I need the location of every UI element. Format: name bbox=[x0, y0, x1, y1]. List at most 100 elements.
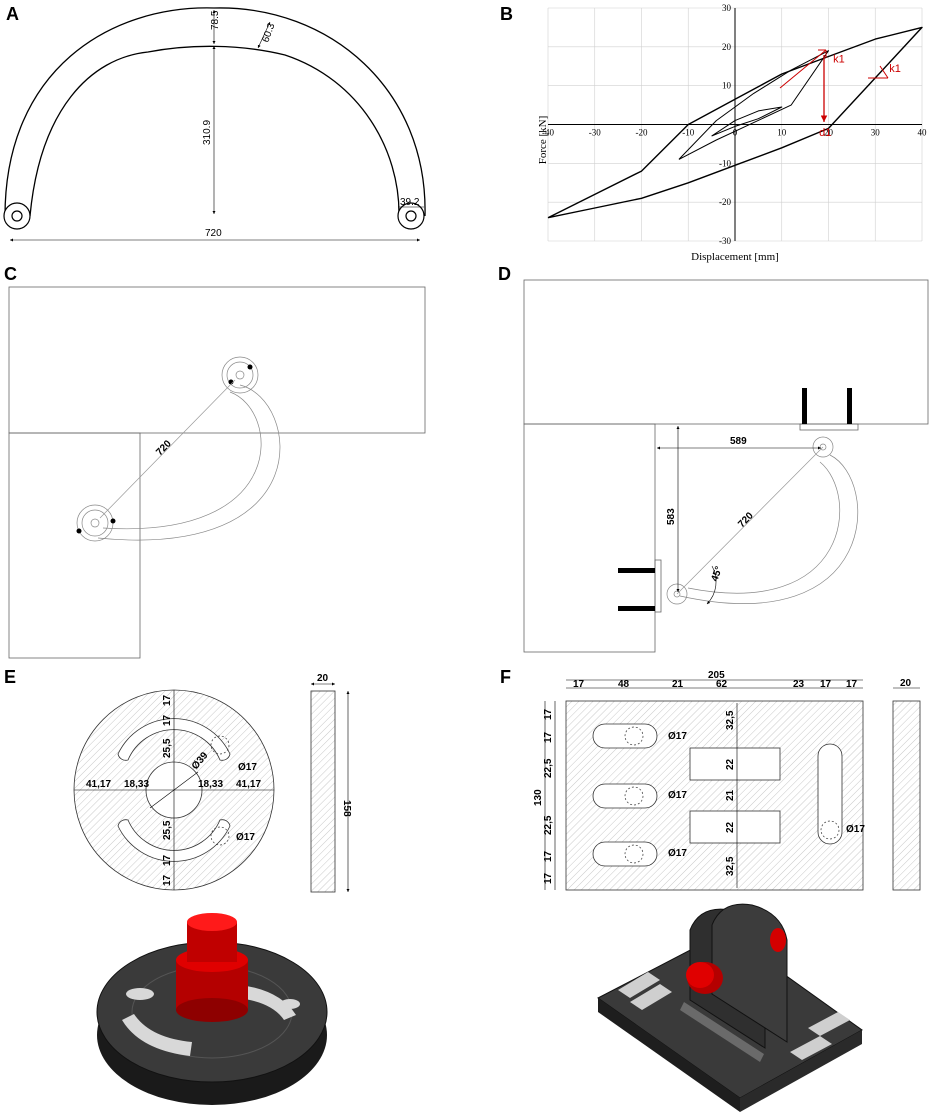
dim-78-5: 78.5 bbox=[210, 10, 221, 30]
dim-60-3: 60.3 bbox=[260, 22, 277, 44]
span-line bbox=[99, 379, 236, 519]
dim-f-hole2: Ø17 bbox=[668, 790, 687, 801]
dim-c-720: 720 bbox=[154, 438, 174, 458]
panel-letter-f: F bbox=[500, 667, 511, 687]
annotation-k1-first: k1 bbox=[833, 53, 845, 65]
x-tick-label: -10 bbox=[682, 128, 694, 138]
dim-e-25-5-bottom: 25,5 bbox=[162, 820, 173, 840]
y-tick-label: 30 bbox=[722, 3, 732, 13]
dim-e-17-top1: 17 bbox=[162, 694, 173, 706]
dim-e-18-33-left: 18,33 bbox=[124, 779, 149, 790]
panel-letter-e: E bbox=[4, 667, 16, 687]
panel-letter-c: C bbox=[4, 264, 17, 284]
dim-720: 720 bbox=[205, 228, 222, 239]
dim-f-hole3: Ø17 bbox=[668, 848, 687, 859]
panel-f: F 205 17 48 21 62 23 17 17 17 17 22,5 13… bbox=[500, 667, 921, 1112]
dim-f-205: 205 bbox=[708, 670, 725, 681]
render-bracket bbox=[597, 903, 863, 1112]
arch-outer-edge bbox=[4, 7, 426, 217]
dim-f-left-22-5b: 22,5 bbox=[543, 815, 554, 835]
y-tick-label: 20 bbox=[722, 42, 732, 52]
dim-f-left-17c: 17 bbox=[543, 850, 554, 862]
panel-a: A 78.5 60.3 310.9 39.2 720 bbox=[3, 4, 426, 242]
left-eye-hole bbox=[11, 210, 23, 222]
dim-e-dia17-top: Ø17 bbox=[238, 762, 257, 773]
upper-block bbox=[8, 286, 426, 434]
dim-f-top-17b: 17 bbox=[820, 679, 832, 690]
dim-f-top-23: 23 bbox=[793, 679, 805, 690]
annotation-d1: d1 bbox=[819, 127, 831, 139]
x-tick-label: 0 bbox=[733, 128, 738, 138]
dim-f-inner-22a: 22 bbox=[725, 758, 736, 770]
render-round-plate bbox=[96, 913, 328, 1105]
chart-ticks: -40 -30 -20 -10 0 10 20 30 40 -30 -20 -10 10 20 30 bbox=[542, 3, 927, 246]
x-tick-label: 20 bbox=[824, 128, 834, 138]
dim-f-left-17b: 17 bbox=[543, 731, 554, 743]
dim-e-18-33-right: 18,33 bbox=[198, 779, 223, 790]
dim-f-inner-32-5a: 32,5 bbox=[725, 710, 736, 730]
dim-f-top-17c: 17 bbox=[846, 679, 858, 690]
dim-f-hole1: Ø17 bbox=[668, 731, 687, 742]
right-eye-hole bbox=[405, 210, 417, 222]
dim-f-inner-32-5b: 32,5 bbox=[725, 856, 736, 876]
dim-f-top-62: 62 bbox=[716, 679, 728, 690]
x-tick-label: 30 bbox=[871, 128, 881, 138]
panel-e: E 17 17 25,5 Ø39 Ø17 41,17 18,33 18,33 4… bbox=[4, 667, 352, 1105]
panel-letter-a: A bbox=[6, 4, 19, 24]
panel-letter-d: D bbox=[498, 264, 511, 284]
dim-e-20: 20 bbox=[317, 673, 329, 684]
dim-e-17-top2: 17 bbox=[162, 714, 173, 726]
y-tick-label: -30 bbox=[719, 236, 731, 246]
panel-d: D 589 583 720 45° bbox=[498, 264, 929, 653]
dim-f-inner-21: 21 bbox=[725, 789, 736, 801]
lower-column-d bbox=[523, 423, 656, 653]
dim-e-dia17-bottom: Ø17 bbox=[236, 832, 255, 843]
y-tick-label: -20 bbox=[719, 197, 731, 207]
dim-e-17-bottom1: 17 bbox=[162, 854, 173, 866]
chart-series bbox=[547, 26, 923, 219]
dim-f-left-17d: 17 bbox=[543, 872, 554, 884]
panel-c: C 720 bbox=[4, 264, 426, 659]
dim-310-9: 310.9 bbox=[202, 120, 213, 145]
dim-f-top-48: 48 bbox=[618, 679, 630, 690]
dim-e-17-bottom2: 17 bbox=[162, 874, 173, 886]
plate-side-view-f bbox=[892, 700, 921, 891]
dim-45-deg: 45° bbox=[709, 565, 725, 583]
x-tick-label: 40 bbox=[918, 128, 928, 138]
dim-e-41-17-left: 41,17 bbox=[86, 779, 111, 790]
x-tick-label: -40 bbox=[542, 128, 554, 138]
chart-grid bbox=[547, 7, 923, 242]
dim-f-20: 20 bbox=[900, 678, 912, 689]
hysteresis-loop-2 bbox=[678, 50, 829, 160]
dim-f-top-21: 21 bbox=[672, 679, 684, 690]
x-tick-label: -20 bbox=[636, 128, 648, 138]
y-tick-label: 10 bbox=[722, 81, 732, 91]
dim-589: 589 bbox=[730, 436, 747, 447]
dim-d-720: 720 bbox=[736, 510, 756, 530]
y-axis-label: Force [kN] bbox=[537, 116, 549, 165]
dim-f-left-22-5a: 22,5 bbox=[543, 758, 554, 778]
dim-39-2: 39.2 bbox=[400, 197, 420, 208]
x-tick-label: 10 bbox=[777, 128, 787, 138]
dim-e-41-17-right: 41,17 bbox=[236, 779, 261, 790]
arch-inner-edge bbox=[29, 45, 400, 217]
dim-f-top-17a: 17 bbox=[573, 679, 585, 690]
x-tick-label: -30 bbox=[589, 128, 601, 138]
dim-f-inner-22b: 22 bbox=[725, 821, 736, 833]
panel-b: B -40 -30 -20 -10 0 10 20 30 40 -30 -20 -10 10 20 30 F… bbox=[500, 3, 927, 263]
hysteresis-loop-1 bbox=[547, 26, 923, 219]
dim-583: 583 bbox=[666, 508, 677, 525]
panel-letter-b: B bbox=[500, 4, 513, 24]
upper-block-d bbox=[523, 279, 929, 425]
plate-side-view-e bbox=[310, 690, 336, 893]
annotation-k1-second: k1 bbox=[889, 63, 901, 75]
dim-f-left-17a: 17 bbox=[543, 708, 554, 720]
lower-column bbox=[8, 432, 141, 659]
y-tick-label: -10 bbox=[719, 158, 731, 168]
dim-f-left-130: 130 bbox=[533, 789, 544, 806]
k1-slope-line-1 bbox=[779, 49, 827, 89]
dim-e-158: 158 bbox=[341, 800, 352, 817]
dim-e-25-5-top: 25,5 bbox=[162, 738, 173, 758]
x-axis-label: Displacement [mm] bbox=[691, 251, 779, 263]
